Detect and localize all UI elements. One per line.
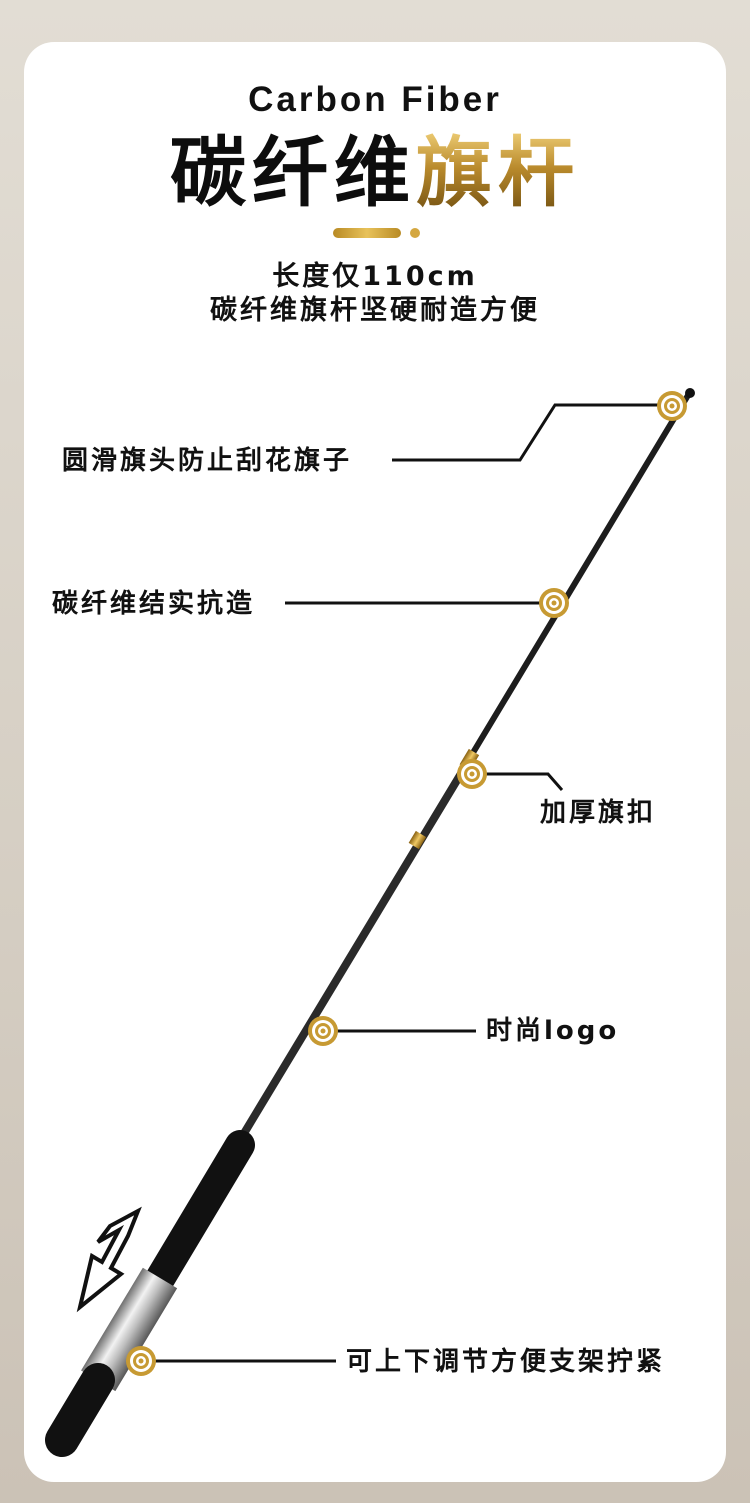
pole-tip	[685, 388, 695, 398]
callout-handle-label: 可上下调节方便支架拧紧	[346, 1347, 666, 1377]
marker-shaft-icon	[539, 588, 569, 618]
callout-tip-label: 圆滑旗头防止刮花旗子	[62, 446, 353, 476]
callout-logo-label: 时尚logo	[486, 1016, 620, 1046]
subtitle-description: 碳纤维旗杆坚硬耐造方便	[210, 295, 540, 326]
callout-buckle-label: 加厚旗扣	[540, 798, 657, 828]
marker-tip-icon	[657, 391, 687, 421]
callout-shaft-label: 碳纤维结实抗造	[52, 589, 256, 619]
marker-logo-icon	[308, 1016, 338, 1046]
subtitle-length: 长度仅110cm	[272, 261, 478, 292]
chinese-title: 碳纤维旗杆	[0, 128, 750, 218]
english-title: Carbon Fiber	[248, 80, 502, 119]
title-divider-dot	[410, 228, 420, 238]
leader-lines	[141, 403, 668, 1363]
title-divider-bar	[333, 228, 401, 238]
marker-buckle-icon	[457, 759, 487, 789]
chinese-title-main: 碳纤维	[170, 128, 416, 217]
pole-end-cap	[45, 1363, 115, 1457]
marker-handle-icon	[126, 1346, 156, 1376]
steel-sleeve	[81, 1267, 178, 1392]
adjust-arrow-icon	[76, 1206, 142, 1313]
content-card	[24, 42, 726, 1482]
chinese-title-accent: 旗杆	[416, 128, 580, 217]
pole-grip	[143, 1130, 255, 1297]
